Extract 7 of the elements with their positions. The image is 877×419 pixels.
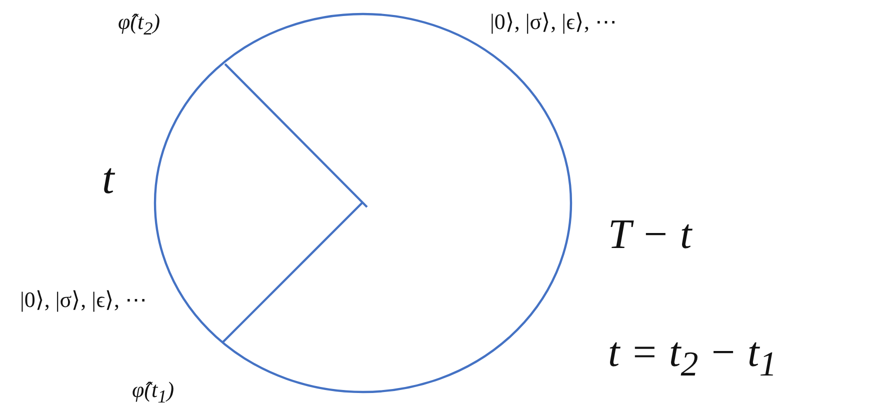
- math-label: t: [102, 155, 114, 204]
- math-label: T − t: [608, 212, 692, 258]
- math-label: t = t$_{2}$ − t$_{1}$: [608, 330, 777, 384]
- math-label: φ̂(t$_{2}$): [118, 10, 160, 39]
- math-label: φ̂(t$_{1}$): [132, 378, 174, 407]
- math-label: |0⟩, |σ⟩, |ϵ⟩, ⋯: [20, 288, 147, 312]
- math-label: |0⟩, |σ⟩, |ϵ⟩, ⋯: [490, 10, 617, 34]
